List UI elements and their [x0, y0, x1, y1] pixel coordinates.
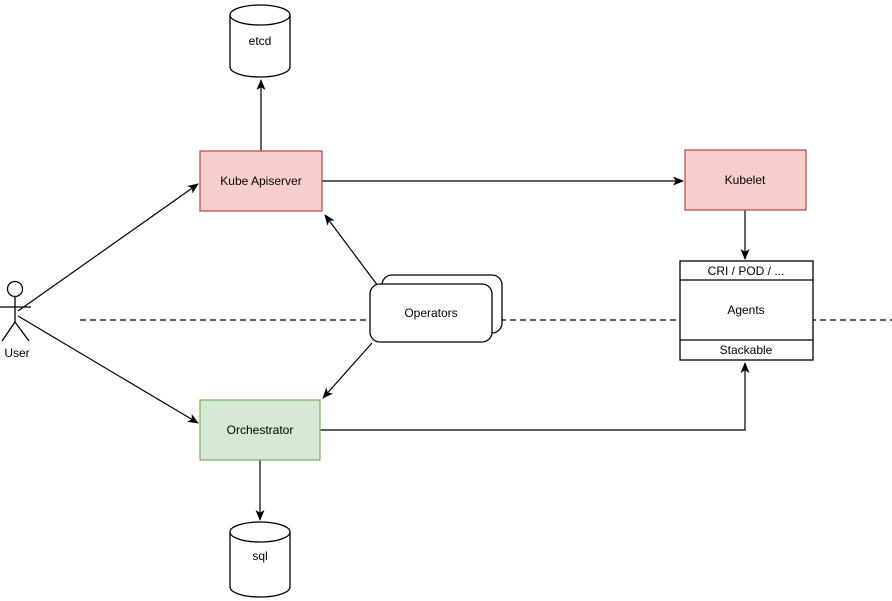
etcd-cylinder-body [229, 15, 291, 78]
etcd-cylinder-top [229, 4, 291, 26]
edge-operators-to-orchestrator [322, 342, 373, 399]
sql-cylinder-top [229, 521, 291, 543]
etcd-cylinder [229, 4, 291, 78]
orchestrator-box [199, 399, 321, 461]
edge-orchestrator-to-agent-stack [320, 362, 750, 431]
user-actor-head [6, 280, 24, 298]
kubelet-box [684, 149, 807, 211]
edge-user-to-orchestrator [17, 315, 199, 424]
user-actor-left-leg [1, 321, 16, 342]
kube-apiserver-box [199, 150, 323, 212]
agent-stack-box [679, 260, 814, 361]
user-actor [0, 280, 31, 342]
operators-front-card [369, 283, 493, 343]
edge-user-to-apiserver [17, 183, 199, 312]
agent-stack-outline [679, 260, 814, 361]
sql-cylinder [229, 521, 291, 598]
operators-stack [369, 274, 503, 343]
sql-cylinder-body [229, 532, 291, 598]
user-actor-right-leg [14, 321, 30, 342]
edge-operators-to-apiserver [324, 214, 379, 287]
